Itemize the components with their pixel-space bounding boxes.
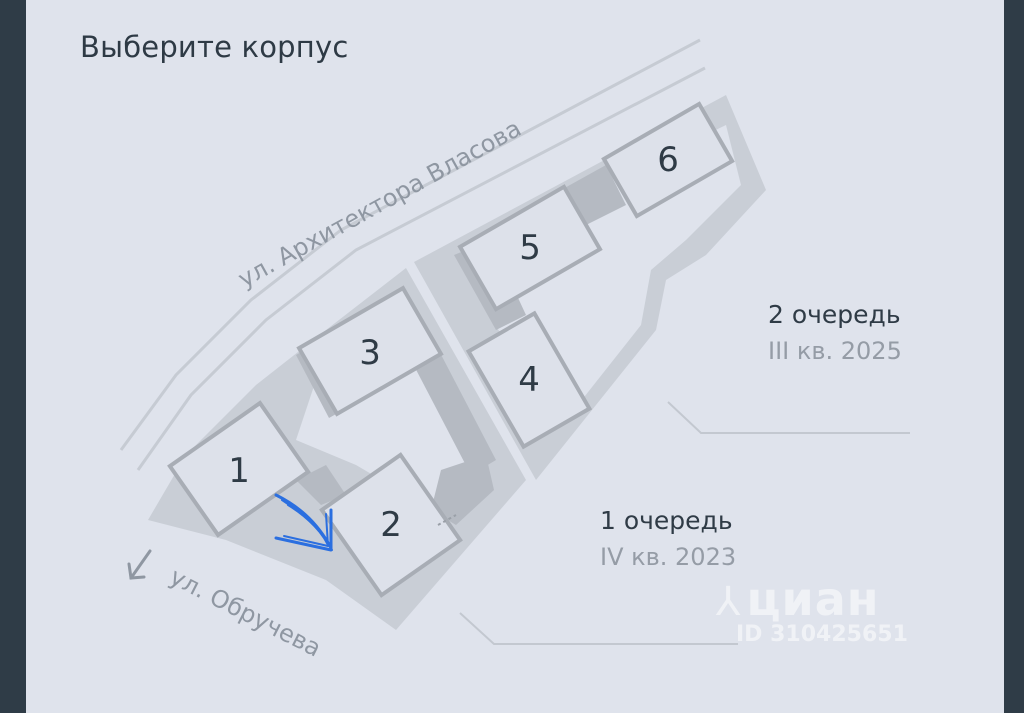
phase-2-label[interactable]: 2 очередь III кв. 2025 [768,300,902,365]
page-title: Выберите корпус [80,30,349,64]
phase-1-label[interactable]: 1 очередь IV кв. 2023 [600,506,736,571]
street-edge-line [119,38,701,451]
pathway [296,465,346,505]
hand-drawn-arrow-icon [274,493,333,552]
building-1-number: 1 [228,451,250,491]
watermark-id: ID 310425651 [736,622,908,647]
building-6-outline [601,101,735,219]
building-5-outline [457,184,603,312]
pathway [431,455,494,525]
building-6-number: 6 [657,140,679,180]
building-5[interactable]: 5 [457,184,603,312]
phase-1-name: 1 очередь [600,506,733,535]
phase-2-name: 2 очередь [768,300,901,329]
building-2-outline [319,452,463,598]
building-5-number: 5 [519,228,541,268]
building-2[interactable]: 2 [319,452,463,598]
building-4-outline [465,310,593,450]
building-6[interactable]: 6 [601,101,735,219]
building-3-number: 3 [359,333,381,373]
pathway [411,345,496,475]
phase-2-leader-line [667,401,910,434]
cian-watermark: ⅄циан ID 310425651 [716,572,908,647]
building-4[interactable]: 4 [465,310,593,450]
building-3-outline [296,285,444,417]
building-4-number: 4 [518,360,540,400]
arrow-down-left-icon [127,549,152,580]
cian-logo-icon: ⅄ [716,579,741,625]
site-plan-panel: Выберите корпус 1 2 [26,0,1004,713]
phase-1-leader-line [459,612,738,645]
building-1-outline [167,400,311,538]
site-plan-map: 1 2 3 4 5 6 ул. Архитектора Власова ул. … [119,38,910,663]
phase-1-date: IV кв. 2023 [600,543,737,571]
phase-2-date: III кв. 2025 [768,337,902,365]
street-label-obrucheva: ул. Обручева [165,562,325,662]
street-edge-line [136,66,706,471]
building-3[interactable]: 3 [296,285,444,417]
building-1[interactable]: 1 [167,400,311,538]
watermark-logo-text: циан [746,572,880,626]
building-2-number: 2 [380,505,402,545]
